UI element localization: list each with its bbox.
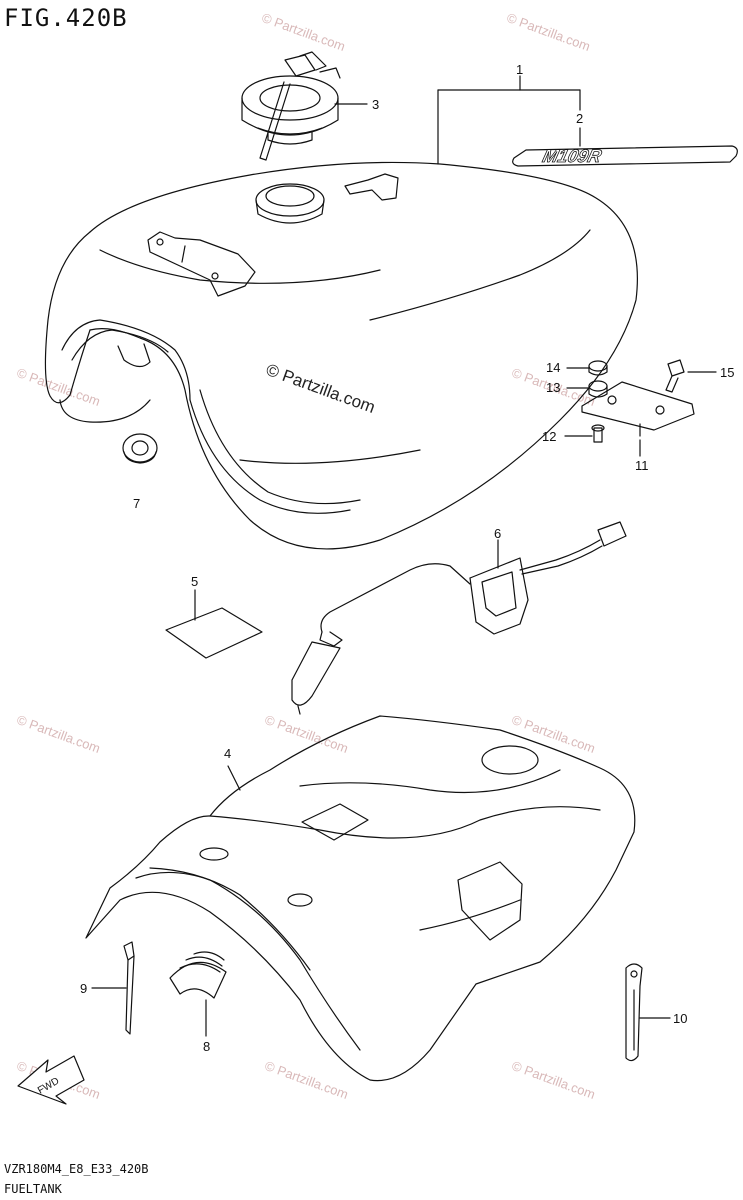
callout-8: 8 xyxy=(203,1039,211,1054)
figure-code: VZR180M4_E8_E33_420B xyxy=(4,1162,149,1176)
label-sheet xyxy=(165,607,263,659)
figure-name: FUELTANK xyxy=(4,1182,62,1196)
callout-7: 7 xyxy=(133,496,141,511)
callout-5: 5 xyxy=(191,574,199,589)
small-fasteners xyxy=(588,359,685,443)
callout-14: 14 xyxy=(546,360,561,375)
callout-13: 13 xyxy=(546,380,561,395)
callout-10: 10 xyxy=(673,1011,688,1026)
clamp xyxy=(169,951,227,999)
callout-15: 15 xyxy=(720,365,735,380)
cushion xyxy=(122,433,158,464)
tank-cover xyxy=(85,715,636,1082)
strap xyxy=(625,963,643,1062)
fuel-pump-unit xyxy=(291,521,627,715)
emblem-text: M109R xyxy=(541,145,605,166)
figure-title: FIG.420B xyxy=(4,4,128,32)
callout-2: 2 xyxy=(576,111,584,126)
callout-6: 6 xyxy=(494,526,502,541)
callout-11: 11 xyxy=(635,458,649,473)
callout-3: 3 xyxy=(372,97,380,112)
fuel-tank xyxy=(44,161,638,550)
callout-4: 4 xyxy=(224,746,232,761)
callout-9: 9 xyxy=(80,981,88,996)
bracket xyxy=(581,381,695,437)
callout-12: 12 xyxy=(542,429,557,444)
cable-tie xyxy=(123,941,135,1035)
callout-1: 1 xyxy=(516,62,524,77)
fuel-cap xyxy=(241,51,341,161)
fwd-arrow-icon xyxy=(17,1055,85,1105)
emblem xyxy=(512,145,738,167)
